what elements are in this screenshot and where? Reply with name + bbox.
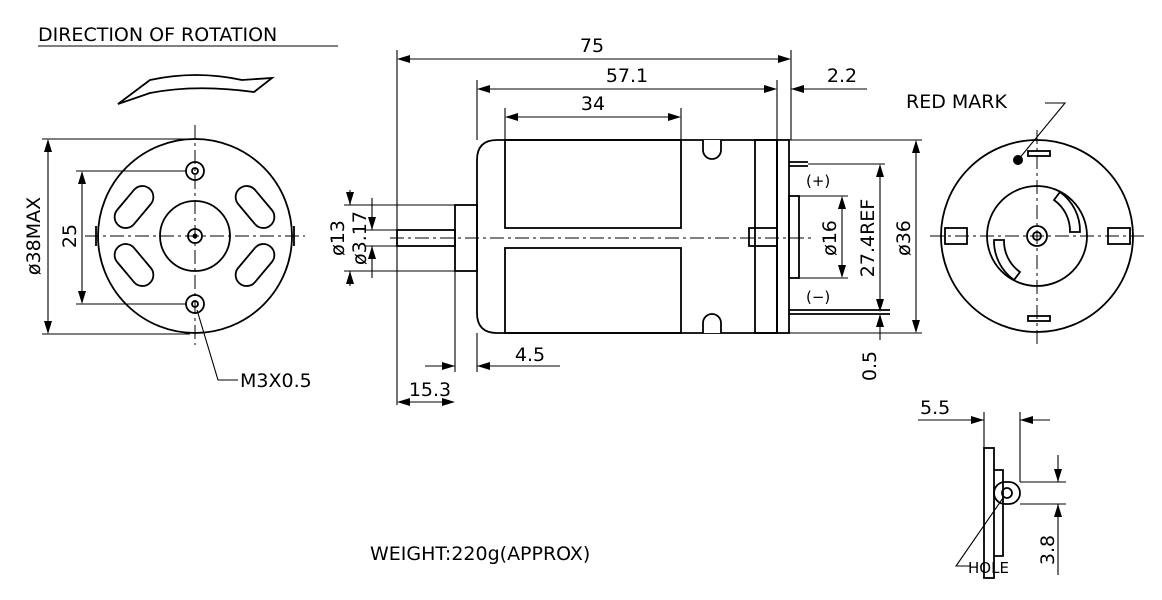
terminal-strip bbox=[983, 447, 995, 579]
terminal-hole-outline bbox=[993, 481, 1021, 505]
terminal-plate bbox=[776, 139, 790, 334]
dim-magnet-length: 34 bbox=[581, 93, 605, 115]
label-plus: (+) bbox=[806, 172, 830, 190]
dim-body-diameter: ø38MAX bbox=[23, 197, 45, 275]
label-hole: HOLE bbox=[968, 559, 1009, 577]
dim-shaft-length: 15.3 bbox=[409, 379, 451, 401]
dim-hole-size: 3.8 bbox=[1037, 535, 1059, 565]
dim-body-length: 57.1 bbox=[606, 65, 648, 87]
terminal-detail bbox=[983, 447, 1021, 579]
dim-shaft-diameter: ø3.17 bbox=[349, 211, 371, 265]
dim-bearing-diameter: ø16 bbox=[819, 220, 841, 256]
terminal-tab bbox=[1027, 315, 1051, 322]
dim-terminal-thickness: 0.5 bbox=[859, 351, 881, 381]
dim-endcap-diameter: ø36 bbox=[893, 220, 915, 256]
terminal-tab bbox=[1027, 150, 1051, 157]
title: DIRECTION OF ROTATION bbox=[38, 24, 277, 46]
brush-plate-bottom bbox=[993, 239, 1022, 282]
label-minus: (−) bbox=[806, 288, 830, 306]
dim-terminal-width: 5.5 bbox=[920, 397, 950, 419]
bearing-outline bbox=[788, 195, 800, 279]
terminal-hole bbox=[1001, 487, 1013, 499]
dim-terminal-offset: 2.2 bbox=[827, 65, 857, 87]
dim-boss-length: 4.5 bbox=[515, 344, 545, 366]
magnet-top bbox=[504, 139, 682, 229]
dim-hole-spacing: 25 bbox=[59, 224, 81, 248]
label-red-mark: RED MARK bbox=[906, 91, 1007, 113]
weight-note: WEIGHT:220g(APPROX) bbox=[370, 543, 590, 565]
side-view bbox=[390, 139, 890, 334]
vent-slot bbox=[234, 243, 276, 287]
end-cap bbox=[754, 139, 778, 334]
dim-boss-diameter: ø13 bbox=[327, 220, 349, 256]
dim-terminal-spacing: 27.4REF bbox=[857, 199, 879, 277]
rear-view bbox=[930, 130, 1145, 345]
vent-slot bbox=[234, 185, 276, 229]
rotation-arrow-icon bbox=[117, 74, 275, 105]
magnet-bottom bbox=[504, 247, 682, 334]
vent-slot bbox=[113, 185, 155, 229]
brush-plate-top bbox=[1052, 190, 1081, 233]
dim-overall-length: 75 bbox=[580, 35, 604, 57]
motor-body bbox=[476, 139, 778, 334]
label-screw: M3X0.5 bbox=[240, 370, 312, 392]
vent-slot bbox=[113, 243, 155, 287]
bearing-hub bbox=[748, 227, 778, 247]
front-view bbox=[85, 125, 305, 345]
